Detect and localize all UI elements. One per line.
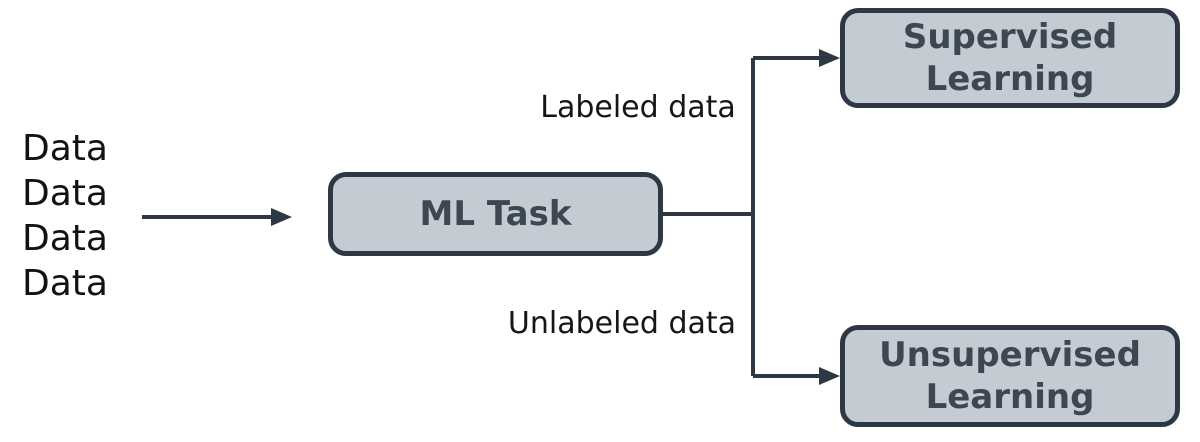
edge-label-unlabeled-data: Unlabeled data	[507, 306, 737, 341]
data-source-line: Data	[22, 218, 108, 259]
node-ml-task: ML Task	[328, 172, 663, 256]
node-unsupervised-learning: Unsupervised Learning	[840, 325, 1180, 427]
arrowhead-data-to-mltask	[271, 208, 292, 226]
node-unsupervised-learning-label: Unsupervised Learning	[879, 334, 1141, 418]
data-source-line: Data	[22, 263, 108, 304]
node-ml-task-label: ML Task	[419, 193, 572, 234]
arrowhead-to-unsupervised	[819, 367, 840, 385]
data-source-line: Data	[22, 128, 108, 169]
data-source-line: Data	[22, 173, 108, 214]
node-supervised-learning-label: Supervised Learning	[902, 16, 1118, 100]
arrowhead-to-supervised	[819, 49, 840, 67]
node-supervised-learning: Supervised Learning	[840, 8, 1180, 108]
data-source-stack: Data Data Data Data	[22, 126, 108, 306]
edge-label-labeled-data: Labeled data	[540, 90, 736, 125]
